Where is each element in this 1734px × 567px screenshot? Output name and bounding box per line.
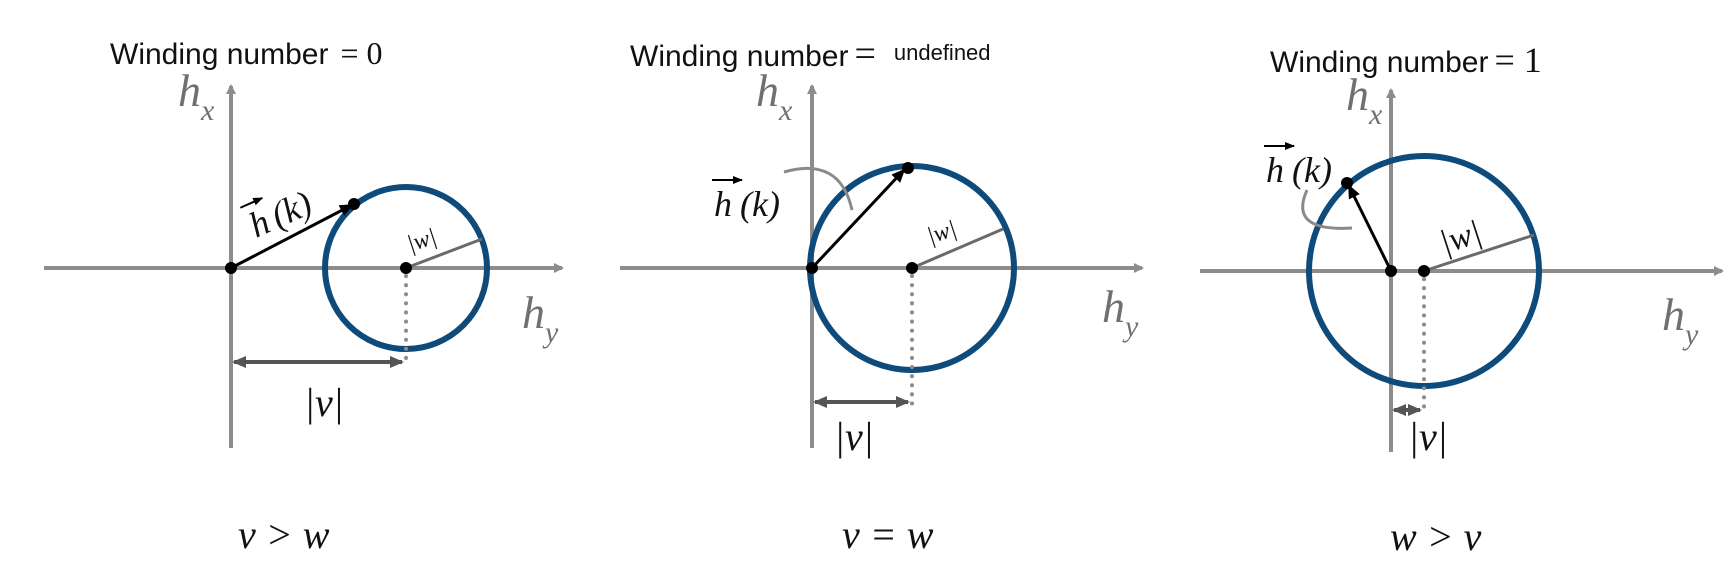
panel-2-axis-hy-label: hy xyxy=(1102,281,1139,343)
panel-3-radius-line xyxy=(1423,233,1535,273)
panel-1-condition: v > w xyxy=(238,512,330,557)
panel-2-circle-center-dot xyxy=(906,262,918,274)
panel-1-vector-tip-dot xyxy=(348,198,360,210)
panel-1-vector-label: h(k) xyxy=(239,183,318,246)
panel-3-axis-hx-label: hx xyxy=(1346,69,1383,131)
panel-2-radius-line xyxy=(911,227,1004,270)
panel-1-circle-center-dot xyxy=(400,262,412,274)
panel-3-distance-label: |v| xyxy=(1408,414,1448,459)
svg-text:h(k): h(k) xyxy=(714,184,780,224)
panel-3-axis-hy-label: hy xyxy=(1662,289,1699,351)
panel-1-title-sign: = 0 xyxy=(340,35,382,71)
panel-1-title: Winding number = 0 xyxy=(110,35,382,71)
panel-3-circle-center-dot xyxy=(1418,265,1430,277)
panel-2-title-text: Winding number xyxy=(630,40,848,73)
panel-2-title-sign: = xyxy=(854,33,875,75)
panel-3-h-vector xyxy=(1347,184,1393,272)
panel-3-title: Winding number= 1 xyxy=(1270,40,1542,80)
panel-2-axis-hx-label: hx xyxy=(756,65,793,127)
panel-2: Winding number=undefined hx hy |w| h(k) … xyxy=(620,33,1144,557)
panel-2-angle-arc xyxy=(783,166,854,211)
panel-1-origin-dot xyxy=(225,262,237,274)
panel-3-title-sign: = 1 xyxy=(1494,40,1541,80)
panel-1-title-text: Winding number xyxy=(110,38,328,71)
panel-3-vector-label: h(k) xyxy=(1264,142,1332,190)
panel-2-title: Winding number= undefined xyxy=(630,33,991,75)
panel-3: Winding number= 1 hx hy |w| h(k) |v| w >… xyxy=(1200,40,1724,559)
panel-1: Winding number = 0 hx hy |w| h(k) |v| v >… xyxy=(44,35,564,557)
svg-text:h(k): h(k) xyxy=(243,183,318,246)
panel-1-h-vector xyxy=(230,203,354,270)
panel-2-vector-label: h(k) xyxy=(712,176,780,224)
panel-3-title-text: Winding number xyxy=(1270,46,1488,79)
panel-2-distance-label: |v| xyxy=(834,414,874,459)
panel-1-distance-label: |v| xyxy=(304,380,344,425)
panel-2-radius-label: |w| xyxy=(924,216,960,250)
panel-2-title-value: undefined xyxy=(894,40,991,65)
panel-3-circle xyxy=(1306,153,1542,389)
panel-1-radius-line xyxy=(405,237,483,270)
panel-2-vector-tip-dot xyxy=(902,162,914,174)
panel-3-vector-tip-dot xyxy=(1341,177,1353,189)
panel-3-origin-dot xyxy=(1385,265,1397,277)
panel-2-condition: v = w xyxy=(842,512,934,557)
panel-1-axis-hx-label: hx xyxy=(178,65,215,127)
panel-3-angle-arc xyxy=(1301,189,1353,230)
panel-1-radius-label: |w| xyxy=(404,224,440,258)
panel-2-origin-dot xyxy=(806,262,818,274)
panel-3-condition: w > v xyxy=(1390,514,1482,559)
svg-text:h(k): h(k) xyxy=(1266,150,1332,190)
panel-2-h-vector xyxy=(810,168,906,270)
panel-1-axis-hy-label: hy xyxy=(522,287,559,349)
